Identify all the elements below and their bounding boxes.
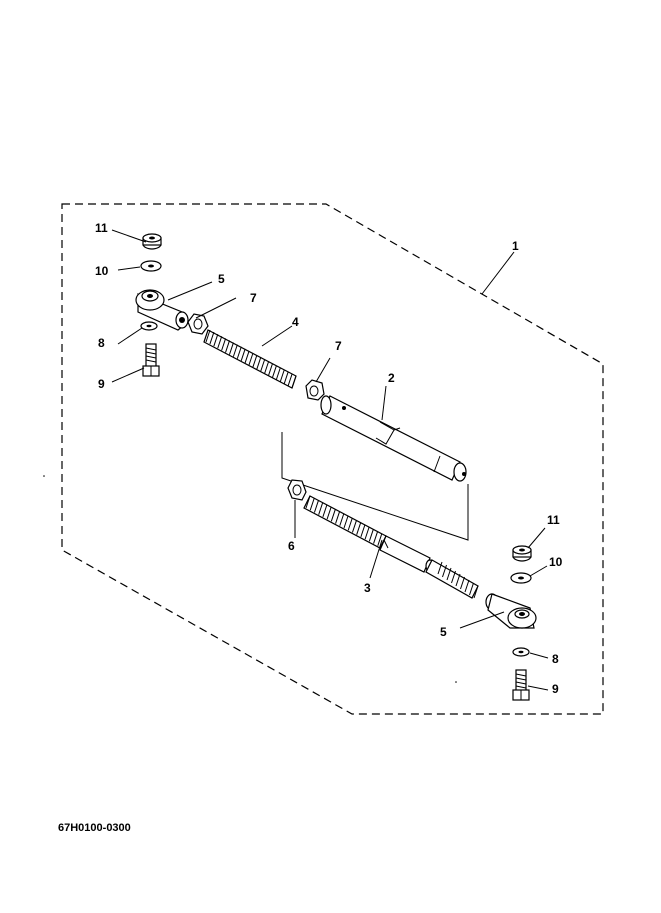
leader-lines (111, 229, 549, 691)
washer-8-lower (512, 647, 530, 657)
stray-mark (455, 681, 457, 683)
assembly-outline (61, 203, 604, 715)
nut-7-upper (187, 313, 209, 335)
callout-2: 2 (388, 371, 395, 385)
callout-8-lower: 8 (552, 652, 559, 666)
callout-4: 4 (292, 315, 299, 329)
nut-6 (287, 479, 307, 501)
threaded-rod-4 (203, 329, 297, 389)
callout-7-middle: 7 (335, 339, 342, 353)
callout-1: 1 (512, 239, 519, 253)
callout-9-lower: 9 (552, 682, 559, 696)
drawing-code: 67H0100-0300 (58, 822, 131, 834)
callout-5-upper: 5 (218, 272, 225, 286)
washer-8-upper (140, 321, 158, 331)
callout-10-lower: 10 (549, 555, 563, 569)
subgroup-bracket (281, 432, 469, 541)
callout-labels: 1 2 3 4 5 5 6 7 7 8 8 9 9 10 10 11 11 (95, 221, 563, 696)
callout-9-upper: 9 (98, 377, 105, 391)
callout-6: 6 (288, 539, 295, 553)
washer-10-lower (510, 572, 532, 584)
washer-10-upper (140, 260, 162, 272)
bolt-9-upper (142, 343, 160, 377)
rod-3 (303, 495, 479, 599)
bolt-9-lower (512, 669, 530, 701)
nut-11-lower (512, 545, 532, 562)
rod-end-5-upper (135, 289, 189, 331)
callout-5-lower: 5 (440, 625, 447, 639)
callout-3: 3 (364, 581, 371, 595)
callout-10-upper: 10 (95, 264, 109, 278)
nut-7-middle (305, 379, 325, 401)
rod-end-5-lower (485, 593, 537, 629)
callout-7-upper: 7 (250, 291, 257, 305)
callout-8-upper: 8 (98, 336, 105, 350)
callout-11-upper: 11 (95, 221, 108, 235)
tube-2 (320, 395, 467, 482)
callout-11-lower: 11 (547, 513, 560, 527)
stray-mark (43, 475, 45, 477)
nut-11-upper (142, 233, 162, 250)
